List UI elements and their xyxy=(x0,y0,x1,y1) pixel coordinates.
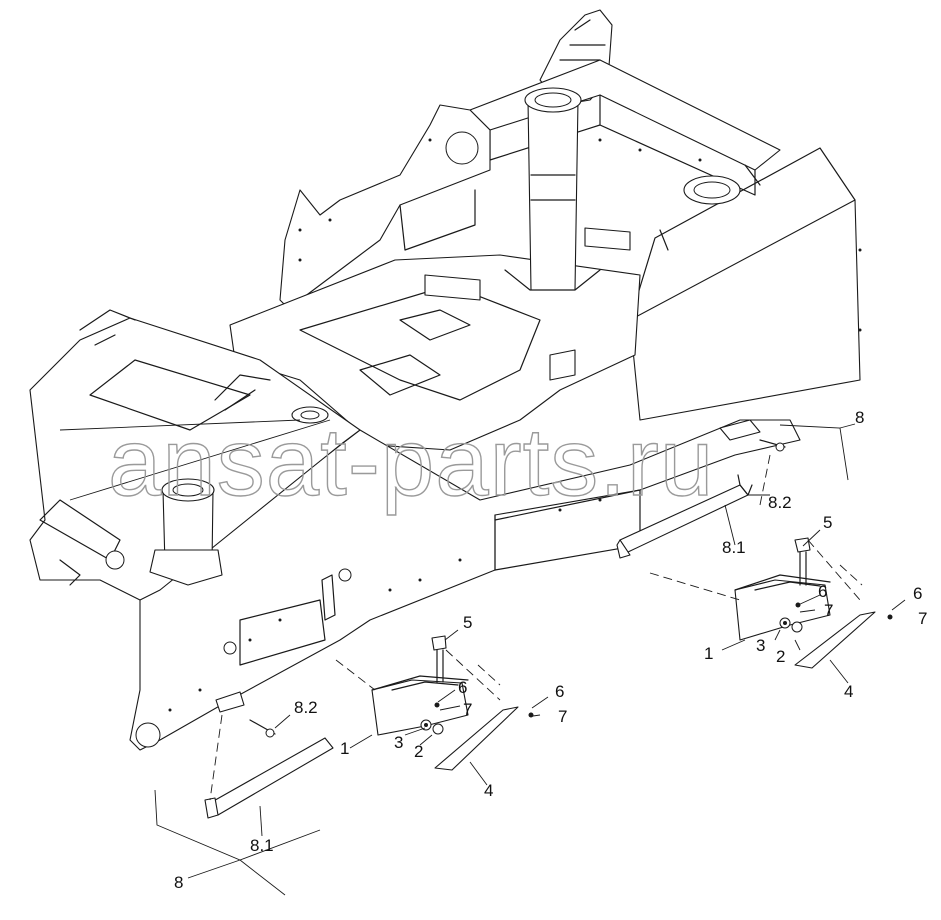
callout-label: 5 xyxy=(823,513,832,532)
callout-label: 8 xyxy=(174,873,183,892)
callouts-upper-right: 8 8.2 8.1 5 6 7 6 7 3 2 1 4 xyxy=(704,408,927,701)
callouts-lower-left: 5 6 7 6 7 8.2 3 2 1 4 8.1 8 xyxy=(174,613,567,892)
callout-label: 4 xyxy=(844,682,853,701)
callout-label: 1 xyxy=(340,739,349,758)
upper-right-step-assembly xyxy=(616,419,906,684)
callout-label: 1 xyxy=(704,644,713,663)
callout-label: 6 xyxy=(818,582,827,601)
callout-label: 8.2 xyxy=(294,698,318,717)
chassis-frame xyxy=(29,9,862,751)
callout-label: 8.2 xyxy=(768,493,792,512)
callout-label: 2 xyxy=(414,742,423,761)
callout-label: 6 xyxy=(913,584,922,603)
callout-label: 7 xyxy=(463,700,472,719)
callout-label: 3 xyxy=(394,733,403,752)
callout-label: 7 xyxy=(824,601,833,620)
callout-label: 2 xyxy=(776,647,785,666)
callout-label: 3 xyxy=(756,636,765,655)
callout-label: 7 xyxy=(918,609,927,628)
callout-label: 4 xyxy=(484,781,493,800)
lower-left-step-assembly xyxy=(154,629,549,896)
callout-label: 6 xyxy=(458,678,467,697)
callout-label: 7 xyxy=(558,707,567,726)
rivet-dots xyxy=(168,138,862,712)
callout-label: 8 xyxy=(855,408,864,427)
callout-label: 5 xyxy=(463,613,472,632)
callout-label: 6 xyxy=(555,682,564,701)
callout-label: 8.1 xyxy=(250,836,274,855)
watermark: ansat-parts.ru xyxy=(108,409,714,516)
callout-label: 8.1 xyxy=(722,538,746,557)
